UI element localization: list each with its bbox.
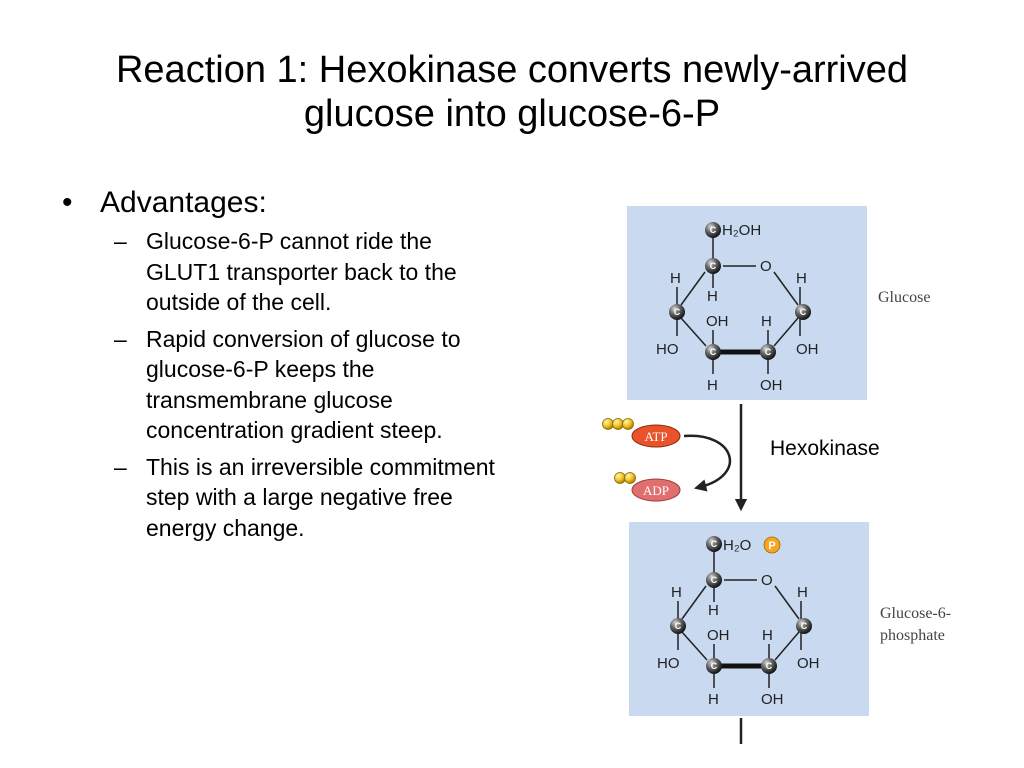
glucose-c4-symbol: C [674, 307, 681, 317]
glucose-c6-symbol: C [710, 225, 717, 235]
g6p-h-c5: H [708, 602, 719, 619]
glucose-c2-symbol: C [765, 347, 772, 357]
title-line-1: Reaction 1: Hexokinase converts newly-ar… [115, 49, 909, 91]
g6p-h-c1: H [797, 584, 808, 601]
glucose-ch2oh-label: H₂OH [722, 222, 761, 239]
adp-molecule: ADP [614, 472, 681, 502]
g6p-ho-c4: HO [657, 655, 680, 672]
g6p-label-line-1: Glucose-6- [880, 605, 951, 622]
subpoint-glut1: Glucose-6-P cannot ride the GLUT1 transp… [60, 226, 500, 318]
glucose-oh-c3-upper: OH [706, 313, 729, 330]
glucose-c5-atom [705, 258, 721, 274]
hexokinase-label: Hexokinase [770, 437, 880, 460]
g6p-c3-atom [706, 658, 722, 674]
g6p-c5-symbol: C [711, 575, 718, 585]
phosphate-ball [763, 536, 781, 554]
g6p-h-c3-lower: H [708, 691, 719, 708]
glucose-c3-atom [705, 344, 721, 360]
adp-oval [631, 478, 681, 502]
glucose-c2-atom [760, 344, 776, 360]
glucose-ring-oxygen: O [760, 258, 772, 275]
g6p-ch2o-label: H₂O [723, 537, 751, 554]
slide-title: Reaction 1: Hexokinase converts newly-ar… [60, 48, 964, 136]
bullet-list: Advantages: Glucose-6-P cannot ride the … [60, 186, 500, 549]
advantages-sublist: Glucose-6-P cannot ride the GLUT1 transp… [60, 226, 500, 543]
g6p-h-c4: H [671, 584, 682, 601]
glucose-h-c4: H [670, 270, 681, 287]
glucose-c5-symbol: C [710, 261, 717, 271]
adp-label: ADP [643, 483, 669, 498]
glucose-panel: C C C C C C H₂OH O H H H OH H HO OH H OH… [627, 206, 930, 400]
title-line-2: glucose into glucose-6-P [303, 93, 721, 135]
g6p-oh-c1: OH [797, 655, 820, 672]
glucose-h-c5: H [707, 288, 718, 305]
bullet-advantages: Advantages: [60, 186, 500, 220]
glucose-panel-bg [627, 206, 867, 400]
atp-molecule: ATP [602, 418, 681, 448]
g6p-h-c2-upper: H [762, 627, 773, 644]
glucose-c4-atom [669, 304, 685, 320]
glucose-h-c3-lower: H [707, 377, 718, 394]
glucose-oh-c1: OH [796, 341, 819, 358]
subpoint-gradient: Rapid conversion of glucose to glucose-6… [60, 324, 500, 446]
g6p-c6-symbol: C [711, 539, 718, 549]
g6p-panel-bg [629, 522, 869, 716]
glucose-c1-symbol: C [800, 307, 807, 317]
g6p-panel: C C C C C C H₂O O H H H OH H HO OH H OH … [629, 522, 951, 716]
atp-label: ATP [644, 429, 667, 444]
g6p-c4-atom [670, 618, 686, 634]
g6p-c1-atom [796, 618, 812, 634]
g6p-oh-c3-upper: OH [707, 627, 730, 644]
g6p-c4-symbol: C [675, 621, 682, 631]
subpoint-irreversible: This is an irreversible commitment step … [60, 452, 500, 544]
g6p-c2-atom [761, 658, 777, 674]
glucose-c6-atom [705, 222, 721, 238]
g6p-oh-c2-lower: OH [761, 691, 784, 708]
glucose-label: Glucose [878, 289, 930, 306]
glucose-c3-symbol: C [710, 347, 717, 357]
g6p-c3-symbol: C [711, 661, 718, 671]
glucose-h-c2-upper: H [761, 313, 772, 330]
glucose-c1-atom [795, 304, 811, 320]
g6p-ring-oxygen: O [761, 572, 773, 589]
g6p-c5-atom [706, 572, 722, 588]
g6p-c6-atom [706, 536, 722, 552]
atp-adp-curved-arrow [683, 434, 731, 492]
atp-oval [631, 424, 681, 448]
glucose-h-c1: H [796, 270, 807, 287]
glucose-ho-c4: HO [656, 341, 679, 358]
g6p-c2-symbol: C [766, 661, 773, 671]
phosphate-symbol: P [768, 540, 775, 552]
g6p-label-line-2: phosphate [880, 627, 945, 644]
glucose-oh-c2-lower: OH [760, 377, 783, 394]
g6p-c1-symbol: C [801, 621, 808, 631]
